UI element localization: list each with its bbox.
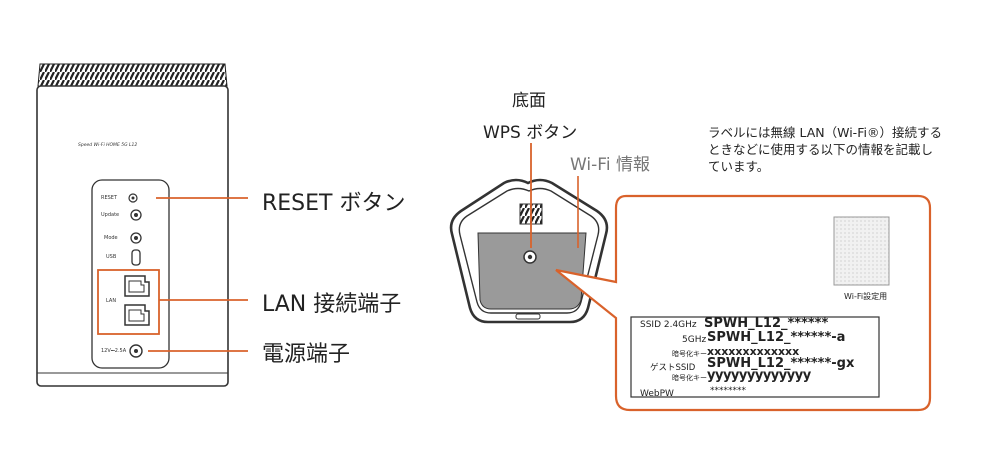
router-bottom-view bbox=[449, 178, 609, 324]
guest-enc-value: yyyyyyyyyyyyy bbox=[707, 368, 811, 383]
router-rear-panel bbox=[91, 179, 170, 369]
wps-button-label: WPS ボタン bbox=[483, 123, 578, 143]
qr-caption: Wi-Fi設定用 bbox=[844, 292, 888, 301]
enc-value: xxxxxxxxxxxxx bbox=[707, 345, 800, 358]
router-front-view bbox=[36, 63, 229, 387]
ssid24-key: SSID 2.4GHz bbox=[640, 320, 697, 330]
port-label-mode: Mode bbox=[104, 235, 118, 241]
guest-enc-key: 暗号化キー bbox=[672, 374, 707, 382]
ssid5-value: SPWH_L12_******-a bbox=[707, 330, 846, 345]
guest-ssid-key: ゲストSSID bbox=[650, 363, 696, 373]
router-leader-lines bbox=[148, 197, 248, 352]
ssid24-value: SPWH_L12_****** bbox=[704, 316, 829, 331]
port-label-update: Update bbox=[101, 212, 120, 218]
port-label-reset: RESET bbox=[101, 195, 118, 201]
enc-key: 暗号化キー bbox=[672, 350, 707, 358]
webpw-key: WebPW bbox=[640, 389, 674, 399]
reset-button-label: RESET ボタン bbox=[262, 191, 406, 216]
webpw-value: ******** bbox=[710, 386, 746, 396]
lan-ports-graphic bbox=[124, 275, 150, 326]
qr-code bbox=[833, 216, 890, 286]
router-model-text: Speed Wi-Fi HOME 5G L12 bbox=[78, 143, 138, 148]
router-top-vent bbox=[37, 63, 228, 87]
port-label-usb: USB bbox=[106, 254, 117, 260]
power-port-label: 電源端子 bbox=[262, 342, 351, 367]
label-sticker bbox=[630, 316, 880, 398]
lan-highlight-box bbox=[97, 269, 160, 335]
wifi-info-label: Wi-Fi 情報 bbox=[570, 155, 650, 175]
label-description-note: ラベルには無線 LAN（Wi-Fi®）接続するときなどに使用する以下の情報を記載… bbox=[708, 125, 942, 174]
port-label-power: 12V⎓2.5A bbox=[101, 348, 127, 354]
port-label-lan: LAN bbox=[106, 298, 117, 304]
bottom-view-title: 底面 bbox=[512, 91, 546, 111]
guest-ssid-value: SPWH_L12_******-gx bbox=[707, 356, 855, 371]
usb-port bbox=[131, 249, 141, 266]
bottom-label-area bbox=[477, 232, 587, 310]
ssid5-key: 5GHz bbox=[682, 335, 707, 345]
lan-port-label: LAN 接続端子 bbox=[262, 292, 402, 317]
